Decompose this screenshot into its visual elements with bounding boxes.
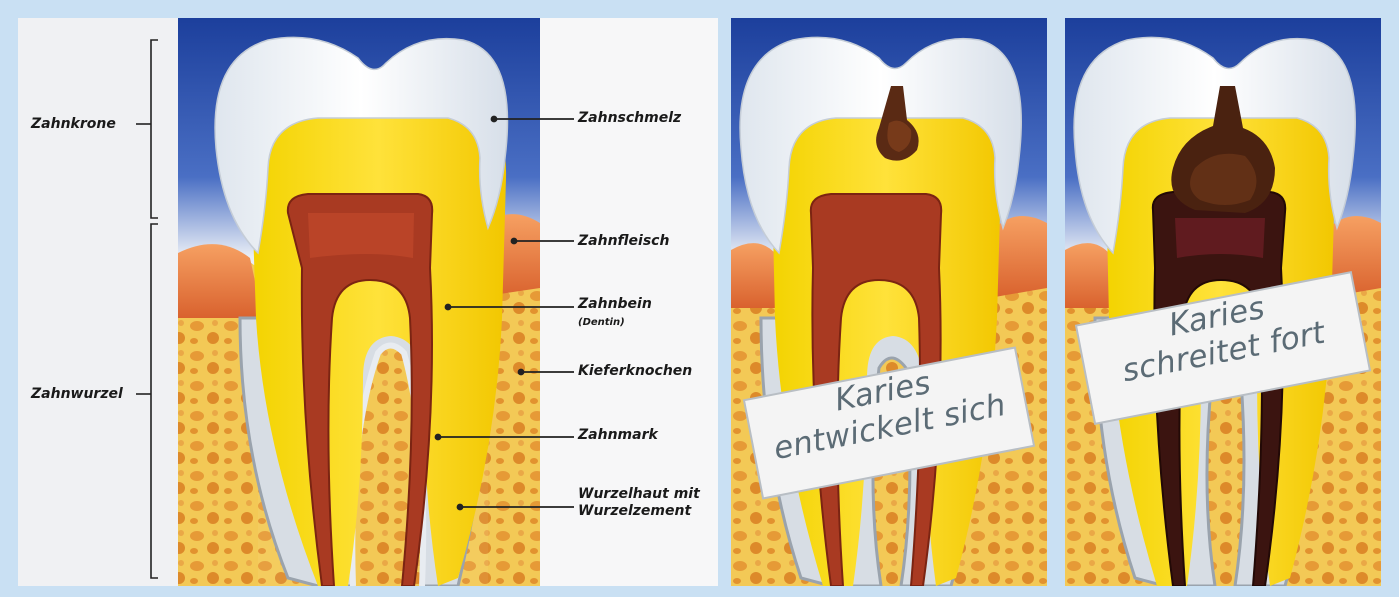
caries-developing-illustration: [731, 18, 1047, 586]
label-zahnschmelz: Zahnschmelz: [578, 110, 681, 126]
label-zahnbein: Zahnbein: [578, 296, 652, 312]
label-zahnfleisch: Zahnfleisch: [578, 233, 669, 249]
tooth-anatomy-panel: Zahnkrone Zahnwurzel Zahnschmelz Zahnfle…: [18, 18, 718, 586]
label-zahnmark: Zahnmark: [578, 427, 658, 443]
label-zahnwurzel: Zahnwurzel: [31, 386, 123, 402]
caries-developing-panel: Karies entwickelt sich: [731, 18, 1047, 586]
label-dentin: (Dentin): [578, 315, 625, 331]
label-wurzelhaut-line2: Wurzelzement: [578, 503, 691, 519]
label-zahnkrone: Zahnkrone: [31, 116, 116, 132]
caries-progressing-panel: Karies schreitet fort: [1065, 18, 1381, 586]
label-wurzelhaut-line1: Wurzelhaut mit: [578, 486, 700, 502]
label-kieferknochen: Kieferknochen: [578, 363, 692, 379]
